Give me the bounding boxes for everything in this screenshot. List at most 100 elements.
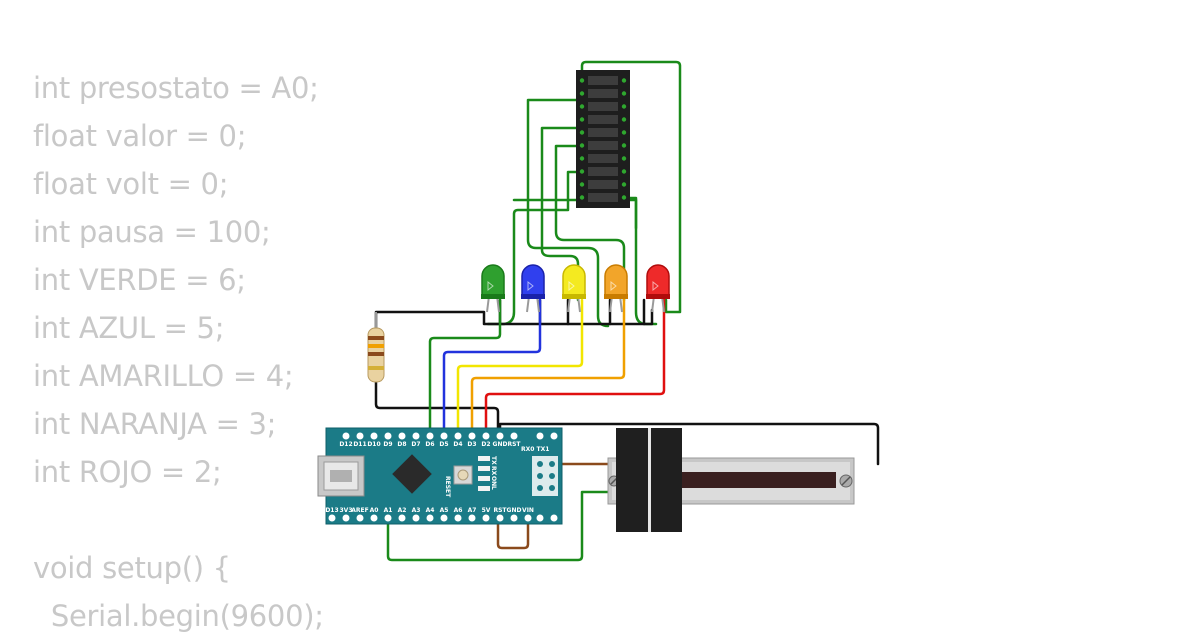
- wire-bargraph-right: [580, 60, 682, 314]
- pin-label: A2: [398, 507, 407, 514]
- pin-label: D4: [453, 441, 462, 448]
- bargraph-pin: [621, 169, 627, 174]
- bargraph-pin: [579, 78, 585, 83]
- code-line: void setup() {: [33, 551, 231, 585]
- bargraph-segment: [588, 102, 618, 111]
- header-pin: [454, 432, 462, 440]
- code-line: int NARANJA = 3;: [33, 407, 277, 441]
- pin-label: AREF: [351, 507, 368, 514]
- bargraph-segment: [588, 167, 618, 176]
- bargraph-segment: [588, 180, 618, 189]
- led-orange: [604, 264, 628, 313]
- pin-label: A7: [468, 507, 477, 514]
- bargraph-pin: [579, 143, 585, 148]
- header-pin: [454, 514, 462, 522]
- bargraph-pin: [621, 182, 627, 187]
- wire-gnd-pot: [498, 422, 880, 466]
- code-line: float valor = 0;: [33, 119, 247, 153]
- bargraph-pin: [621, 117, 627, 122]
- wire-yellow-d4: [456, 298, 584, 438]
- header-pin: [384, 514, 392, 522]
- bargraph-segment: [588, 193, 618, 202]
- bargraph-pin: [621, 130, 627, 135]
- header-pin: [482, 514, 490, 522]
- bargraph-pin: [579, 169, 585, 174]
- rx-tx-label: RX0 TX1: [521, 446, 549, 453]
- header-pin: [384, 432, 392, 440]
- wire-bargraph-right-2: [624, 194, 658, 326]
- pin-label: A4: [426, 507, 435, 514]
- bargraph-pin: [621, 143, 627, 148]
- slide-potentiometer: [607, 428, 855, 532]
- code-line: int ROJO = 2;: [33, 455, 222, 489]
- header-pin: [398, 432, 406, 440]
- led-yellow: [562, 264, 586, 313]
- header-pin: [440, 432, 448, 440]
- bargraph-pin: [621, 156, 627, 161]
- pin-label: A1: [384, 507, 393, 514]
- pin-label: A6: [454, 507, 463, 514]
- resistor: [367, 312, 385, 383]
- header-pin: [524, 514, 532, 522]
- bargraph-pin: [579, 182, 585, 187]
- header-pin: [328, 514, 336, 522]
- wire-blue-d5: [442, 298, 542, 438]
- wire-bargraph-left-2: [540, 126, 584, 302]
- header-pin: [356, 514, 364, 522]
- pin-label: A5: [440, 507, 449, 514]
- header-pin: [398, 514, 406, 522]
- wires: [374, 60, 880, 562]
- code-line: int AMARILLO = 4;: [33, 359, 294, 393]
- header-pin: [412, 432, 420, 440]
- header-pin: [370, 432, 378, 440]
- bargraph-pin: [621, 78, 627, 83]
- header-pin: [426, 432, 434, 440]
- bargraph-pin: [579, 104, 585, 109]
- wire-bargraph-left-1: [526, 98, 610, 328]
- header-pin: [510, 432, 518, 440]
- wire-ground-taps: [498, 298, 646, 326]
- bargraph-segment: [588, 89, 618, 98]
- pin-label: D8: [397, 441, 406, 448]
- pin-label: D3: [467, 441, 476, 448]
- header-pin: [356, 432, 364, 440]
- header-pin: [482, 432, 490, 440]
- pin-label: D6: [425, 441, 434, 448]
- header-pin: [496, 514, 504, 522]
- led-red: [646, 264, 670, 313]
- code-line: float volt = 0;: [33, 167, 229, 201]
- pin-label: VIN: [522, 507, 534, 514]
- status-led-label: RX: [490, 466, 497, 476]
- pin-label: D10: [367, 441, 380, 448]
- pin-label: D13: [325, 507, 338, 514]
- bargraph-pin: [579, 130, 585, 135]
- header-pin: [370, 514, 378, 522]
- icsp-pin: [537, 485, 543, 491]
- icsp-pin: [537, 461, 543, 467]
- code-line: int pausa = 100;: [33, 215, 271, 249]
- code-line: int presostato = A0;: [33, 71, 319, 105]
- led-bargraph: [576, 70, 630, 208]
- code-line: int AZUL = 5;: [33, 311, 225, 345]
- status-led-label: TX: [490, 456, 497, 465]
- led-blue: [521, 264, 545, 313]
- bargraph-segment: [588, 128, 618, 137]
- pin-label: D7: [411, 441, 420, 448]
- wire-orange-d3: [470, 298, 626, 438]
- status-led-label: ON: [490, 476, 497, 486]
- pin-label: D12: [339, 441, 352, 448]
- bargraph-pin: [579, 91, 585, 96]
- pin-label: D5: [439, 441, 448, 448]
- bargraph-segment: [588, 115, 618, 124]
- wire-bargraph-left-3: [554, 144, 626, 302]
- bargraph-pin: [579, 195, 585, 200]
- led-row: [481, 264, 670, 313]
- pin-label: GND: [507, 507, 522, 514]
- pin-label: 3V3: [340, 507, 353, 514]
- bargraph-segment: [588, 141, 618, 150]
- header-pin: [342, 432, 350, 440]
- pin-label: RST: [493, 507, 507, 514]
- header-pin: [468, 432, 476, 440]
- bargraph-segment: [588, 76, 618, 85]
